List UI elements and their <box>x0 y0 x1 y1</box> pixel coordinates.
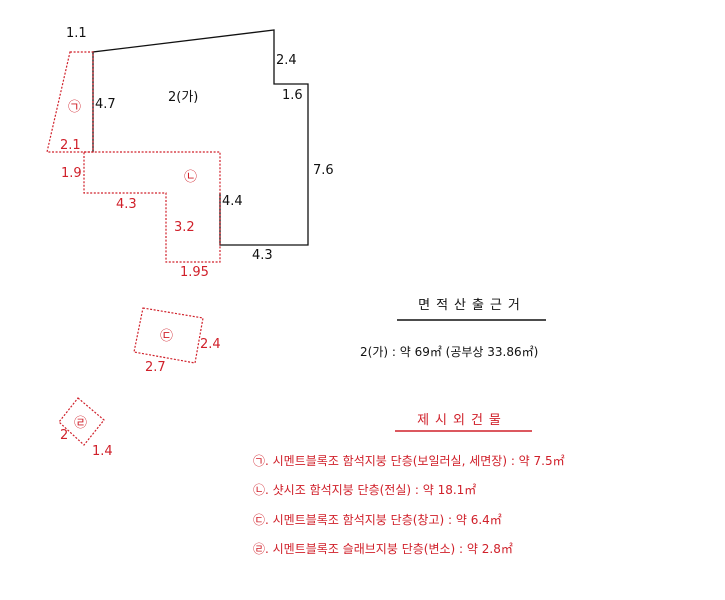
area-calc-line: 2(가) : 약 69㎡ (공부상 33.86㎡) <box>360 344 538 359</box>
marker-d: ㉣ <box>74 416 87 431</box>
marker-c: ㉢ <box>160 329 173 344</box>
excluded-item-4: ㉣. 시멘트블록조 슬래브지붕 단층(변소) : 약 2.8㎡ <box>253 541 513 556</box>
annex-c-outline <box>133 307 204 364</box>
marker-a: ㉠ <box>68 100 81 115</box>
marker-b: ㉡ <box>184 170 197 185</box>
dim-step-width: 1.6 <box>282 88 303 103</box>
dim-right-height: 7.6 <box>313 163 334 178</box>
dim-bottom-width: 4.3 <box>252 248 273 263</box>
dim-top-left: 1.1 <box>66 26 87 41</box>
dim-left-height: 4.7 <box>95 97 116 112</box>
annex-d-outline <box>58 397 105 446</box>
excluded-item-3: ㉢. 시멘트블록조 함석지붕 단층(창고) : 약 6.4㎡ <box>253 512 502 527</box>
dim-inner-height: 4.4 <box>222 194 243 209</box>
dim-annex-b-left: 1.9 <box>61 166 82 181</box>
main-building-outline <box>92 29 309 246</box>
dim-annex-b-foot: 1.95 <box>180 265 209 280</box>
excluded-item-1: ㉠. 시멘트블록조 함석지붕 단층(보일러실, 세면장) : 약 7.5㎡ <box>253 453 565 468</box>
area-calc-title: 면적산출근거 <box>418 298 526 313</box>
excluded-title: 제시외건물 <box>417 413 507 428</box>
dim-annex-c-bottom: 2.7 <box>145 360 166 375</box>
dim-top-right-step: 2.4 <box>276 53 297 68</box>
dim-annex-b-inner: 3.2 <box>174 220 195 235</box>
main-building-label: 2(가) <box>168 90 198 105</box>
dim-annex-b-bottom: 4.3 <box>116 197 137 212</box>
dim-annex-c-side: 2.4 <box>200 337 221 352</box>
dim-annex-a-bottom: 2.1 <box>60 138 81 153</box>
excluded-item-2: ㉡. 샷시조 함석지붕 단층(전실) : 약 18.1㎡ <box>253 482 476 497</box>
dim-annex-d-right: 1.4 <box>92 444 113 459</box>
dim-annex-d-left: 2 <box>60 428 68 443</box>
annex-b-outline <box>83 151 221 263</box>
